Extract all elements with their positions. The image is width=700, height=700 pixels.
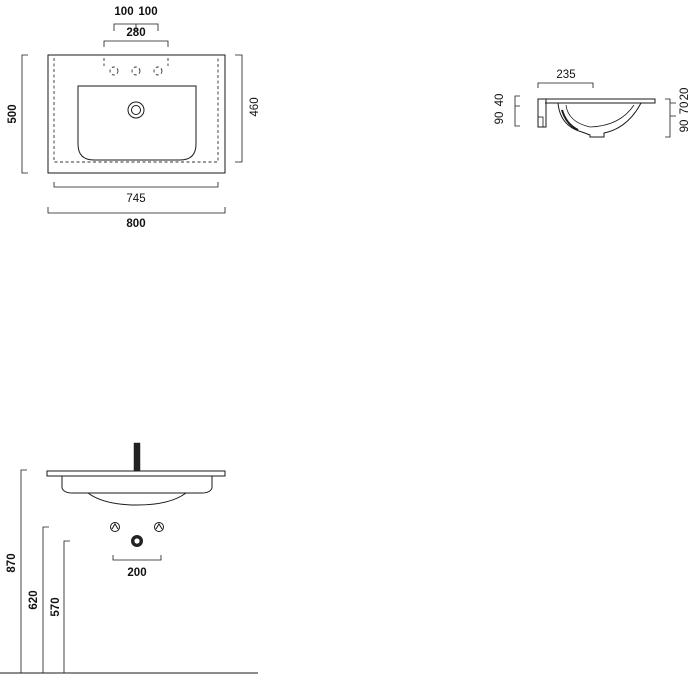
tap-hole-left-icon [109, 66, 119, 76]
drain-inner [131, 105, 141, 115]
dim-tap-left: 100 [114, 6, 133, 18]
dim-height-mid: 620 [28, 590, 40, 609]
front-slab [46, 470, 226, 477]
side-view: 235 90 40 90 70 20 [494, 69, 691, 138]
side-profile [538, 98, 656, 104]
dim-left-b: 40 [494, 94, 506, 107]
side-bowl-outer [557, 102, 642, 138]
dim-inner-width: 745 [126, 193, 145, 205]
side-bowl-inner [565, 104, 635, 128]
dim-width: 800 [126, 218, 145, 230]
tap-hole-center-icon [131, 66, 141, 76]
dim-right-a: 90 [679, 120, 691, 133]
front-basin-body [61, 476, 213, 494]
bowl-outline [77, 85, 197, 161]
dim-height-top: 870 [6, 553, 18, 572]
drain-icon [127, 101, 145, 119]
side-trap-pipe [561, 109, 579, 131]
dim-tap-span: 280 [126, 27, 145, 39]
dim-right-c: 20 [679, 88, 691, 101]
valve-right-icon [154, 522, 164, 532]
tap-icon [133, 442, 141, 472]
dim-right-b: 70 [679, 102, 691, 115]
dim-overhang: 235 [556, 69, 575, 81]
dim-height-low: 570 [50, 597, 62, 616]
dim-tap-right: 100 [138, 6, 157, 18]
front-bowl-under [87, 492, 187, 506]
dim-left-a: 90 [494, 112, 506, 125]
top-view: 100 100 280 500 460 745 800 [7, 6, 261, 230]
tap-hole-right-icon [153, 66, 163, 76]
dim-valve-span: 200 [127, 567, 146, 579]
valve-left-icon [110, 522, 120, 532]
basin-outline [47, 54, 226, 174]
basin-inner-edge [53, 58, 219, 163]
wall-bracket [537, 98, 547, 128]
dim-depth: 500 [7, 104, 19, 123]
front-view: 200 870 620 570 [0, 442, 258, 674]
dim-inner-depth: 460 [249, 97, 261, 116]
